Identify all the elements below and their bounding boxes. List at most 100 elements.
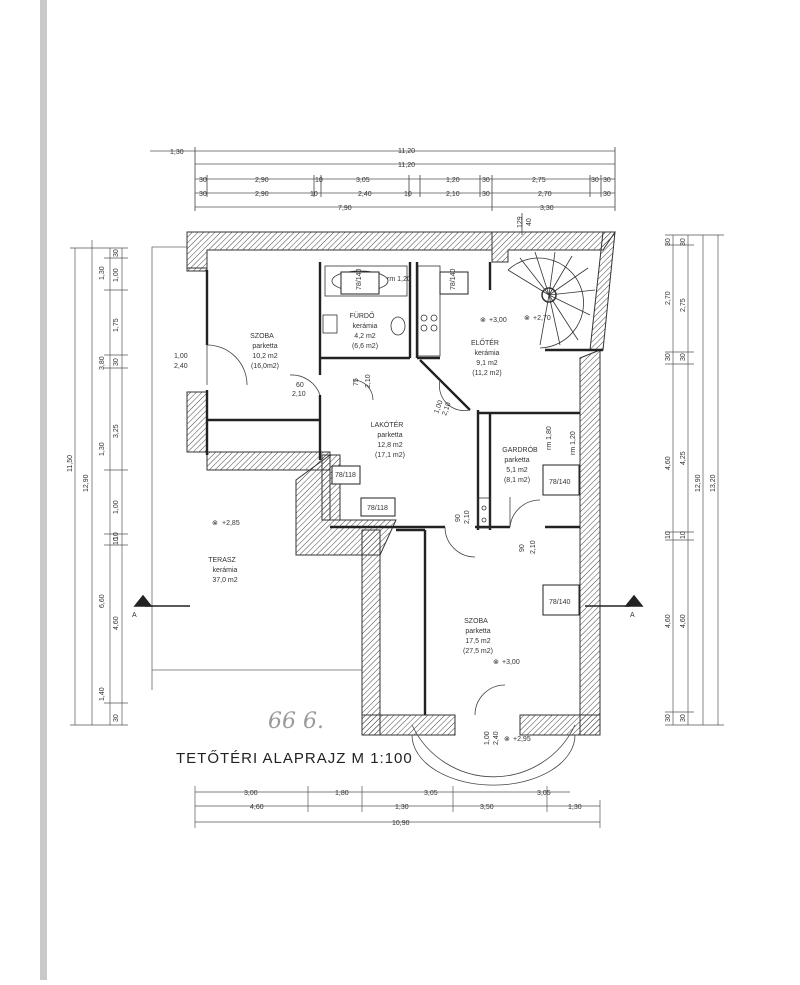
dim-label: 10 bbox=[680, 531, 687, 539]
level-markers: ⊗ +2,85 ⊗ +3,00 ⊗ +2,70 ⊗ +3,00 ⊗ +2,95 bbox=[212, 315, 551, 743]
dim-label: 30 bbox=[199, 191, 207, 198]
room-name: ELŐTÉR bbox=[471, 338, 499, 347]
top-dimension-lines bbox=[150, 147, 616, 235]
dim-label: 30 bbox=[665, 238, 672, 246]
room-name: LAKÓTÉR bbox=[371, 420, 404, 429]
dim-label: 12,90 bbox=[83, 474, 90, 492]
dim-label: 30 bbox=[665, 714, 672, 722]
room-floor: parketta bbox=[504, 457, 529, 464]
room-area-total: (17,1 m2) bbox=[375, 452, 405, 459]
dim-label: 2,75 bbox=[680, 298, 687, 312]
door-size-label: 90 bbox=[455, 514, 462, 522]
dim-label: 1,40 bbox=[99, 687, 106, 701]
room-area: 12,8 m2 bbox=[377, 442, 402, 449]
dim-label: 4,60 bbox=[665, 456, 672, 470]
dim-label: 10 bbox=[113, 537, 120, 545]
level-label: +3,00 bbox=[502, 659, 520, 666]
dim-label: 30 bbox=[482, 177, 490, 184]
dim-label: 30 bbox=[665, 353, 672, 361]
room-terasz: TERASZ kerámia 37,0 m2 bbox=[208, 557, 238, 584]
door-size-label: 60 bbox=[296, 382, 304, 389]
room-floor: kerámia bbox=[353, 323, 378, 330]
room-floor: kerámia bbox=[213, 567, 238, 574]
room-lakoter: LAKÓTÉR parketta 12,8 m2 (17,1 m2) bbox=[371, 420, 405, 459]
room-area: 4,2 m2 bbox=[354, 333, 376, 340]
dim-label: 3,25 bbox=[113, 424, 120, 438]
room-name: TERASZ bbox=[208, 557, 236, 564]
door-size-label: 1,00 bbox=[174, 353, 188, 360]
room-area: 10,2 m2 bbox=[252, 353, 277, 360]
toilet bbox=[390, 316, 406, 336]
dim-label: 11,20 bbox=[398, 162, 415, 169]
level-mark: ⊗ bbox=[493, 659, 499, 666]
dim-label: 2,90 bbox=[255, 177, 269, 184]
dim-label: 4,60 bbox=[680, 614, 687, 628]
room-area-total: (6,6 m2) bbox=[352, 343, 378, 350]
dim-label: 30 bbox=[113, 714, 120, 722]
dim-label: 3,80 bbox=[99, 356, 106, 370]
right-dimension-labels: 30 2,70 30 4,60 10 4,60 30 30 2,75 30 4,… bbox=[665, 238, 717, 722]
dim-label: 1,30 bbox=[99, 266, 106, 280]
dim-label: 10 bbox=[404, 191, 412, 198]
dim-label: 3,05 bbox=[537, 790, 551, 797]
dim-label: 4,60 bbox=[665, 614, 672, 628]
wash-basin bbox=[322, 314, 338, 334]
dim-label: 30 bbox=[603, 191, 611, 198]
dim-label: 1,30 bbox=[170, 149, 184, 156]
dim-label: 3,50 bbox=[480, 804, 494, 811]
dim-label: 30 bbox=[482, 191, 490, 198]
level-label: +3,00 bbox=[489, 317, 507, 324]
room-floor: parketta bbox=[252, 343, 277, 350]
dim-label: 1,30 bbox=[568, 804, 582, 811]
sill-height-label: rm 1,80 bbox=[546, 426, 553, 450]
level-label: +2,95 bbox=[513, 736, 531, 743]
sill-height-label: rm 1,20 bbox=[387, 276, 411, 283]
top-dimension-labels: 1,30 11,20 11,20 30 2,90 10 3,05 1,20 30… bbox=[170, 148, 611, 228]
section-label-left: A bbox=[132, 612, 137, 619]
level-mark: ⊗ bbox=[504, 736, 510, 743]
roof-edge-hatched-walls bbox=[186, 231, 616, 736]
section-line-a bbox=[133, 594, 644, 607]
room-szoba-2: SZOBA parketta 17,5 m2 (27,5 m2) bbox=[463, 618, 493, 655]
door-size-label: 75 bbox=[353, 378, 360, 386]
dim-label: 30 bbox=[113, 249, 120, 257]
level-mark: ⊗ bbox=[212, 520, 218, 527]
scan-binder-strip bbox=[40, 0, 47, 980]
dim-label: 30 bbox=[603, 177, 611, 184]
dim-label: 10 bbox=[665, 531, 672, 539]
dim-label: 2,70 bbox=[538, 191, 552, 198]
spiral-staircase bbox=[507, 251, 596, 349]
dim-label: 40 bbox=[526, 218, 533, 226]
door-size-label: 2,10 bbox=[292, 391, 306, 398]
door-size-label: 1,00 bbox=[433, 399, 444, 414]
dim-label: 11,50 bbox=[67, 455, 74, 472]
window-size-label: 78/140 bbox=[450, 268, 457, 290]
door-size-label: 2,40 bbox=[493, 731, 500, 745]
dim-label: 1,00 bbox=[113, 268, 120, 282]
dim-label: 3,05 bbox=[356, 177, 370, 184]
dim-label: 30 bbox=[680, 238, 687, 246]
dim-label: 30 bbox=[680, 353, 687, 361]
door-size-label: 2,10 bbox=[441, 401, 452, 416]
dim-label: 1,80 bbox=[335, 790, 349, 797]
right-dimension-lines bbox=[665, 234, 724, 726]
window-size-label: 78/140 bbox=[356, 268, 363, 290]
room-area-total: (27,5 m2) bbox=[463, 648, 493, 655]
wardrobe-cabinet bbox=[477, 497, 491, 529]
dim-label: 30 bbox=[680, 714, 687, 722]
window-size-label: 78/140 bbox=[549, 599, 571, 606]
dim-label: 1,75 bbox=[113, 318, 120, 332]
dim-label: 3,00 bbox=[244, 790, 258, 797]
room-szoba-1: SZOBA parketta 10,2 m2 (16,0m2) bbox=[250, 333, 279, 370]
bottom-dimension-labels: 3,00 1,80 3,05 3,05 4,60 1,30 3,50 1,30 … bbox=[244, 790, 582, 827]
left-dimension-labels: 30 1,00 1,75 30 3,25 10 1,00 10 4,60 30 … bbox=[67, 249, 120, 722]
room-area-total: (11,2 m2) bbox=[472, 370, 501, 377]
dim-label: 3,05 bbox=[424, 790, 438, 797]
dim-label: 4,60 bbox=[250, 804, 264, 811]
kitchen-fixtures bbox=[417, 265, 491, 529]
dim-label: 30 bbox=[591, 177, 599, 184]
door-swings bbox=[206, 344, 576, 786]
room-floor: kerámia bbox=[475, 350, 500, 357]
window-size-label: 78/118 bbox=[335, 472, 356, 479]
